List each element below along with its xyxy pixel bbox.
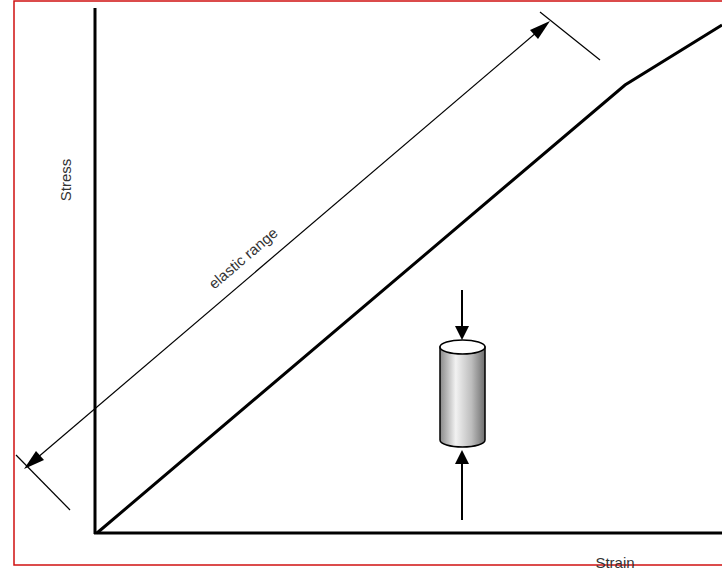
extension-line bbox=[540, 12, 600, 60]
arrowhead bbox=[530, 21, 550, 39]
frame bbox=[14, 1, 722, 565]
arrowhead bbox=[455, 326, 469, 340]
load-arrow bbox=[461, 290, 463, 328]
arrowhead bbox=[455, 450, 469, 464]
load-arrow bbox=[461, 462, 463, 520]
y-axis bbox=[94, 8, 97, 534]
dimension-label: elastic range bbox=[206, 225, 280, 292]
extension-line bbox=[16, 455, 70, 510]
arrowhead bbox=[24, 451, 44, 469]
axis-label: Strain bbox=[595, 555, 634, 570]
stress-strain-curve bbox=[97, 25, 722, 533]
dimension-line bbox=[30, 26, 544, 464]
axis-label: Stress bbox=[58, 159, 73, 202]
x-axis bbox=[94, 532, 722, 535]
cylinder-specimen bbox=[440, 340, 485, 447]
